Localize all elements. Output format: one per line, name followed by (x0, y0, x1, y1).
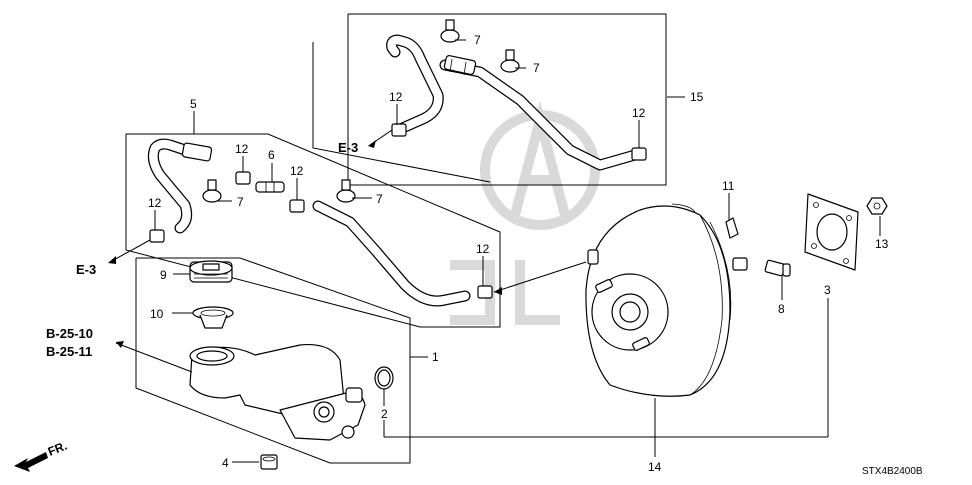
callout-12-mid-c: 12 (148, 196, 162, 210)
front-arrow-icon (14, 452, 48, 472)
front-label: FR. (46, 439, 69, 459)
callout-6: 6 (268, 148, 275, 162)
callout-3: 3 (824, 283, 831, 297)
callout-1: 1 (432, 350, 439, 364)
nut-4 (260, 454, 278, 470)
callout-13: 13 (875, 237, 889, 251)
master-cylinder (189, 343, 366, 441)
clamp-12-mid-c (289, 199, 305, 213)
callout-14: 14 (648, 460, 662, 474)
clamp-7-mid-b (336, 179, 356, 203)
clamp-12-top-a (391, 123, 407, 137)
group-box-1 (135, 257, 411, 464)
callout-4: 4 (222, 456, 229, 470)
hose-5 (147, 138, 213, 234)
strainer-10 (192, 306, 234, 329)
callout-12-mid-a: 12 (235, 142, 249, 156)
callout-12-mid-d: 12 (476, 242, 490, 256)
hose-15 (386, 34, 641, 171)
callout-15: 15 (690, 90, 704, 104)
brake-booster (585, 203, 748, 397)
ref-b25-10: B-25-10 (46, 326, 93, 341)
gasket-3 (804, 193, 859, 271)
leader-lines (108, 39, 881, 463)
callout-7-top-a: 7 (474, 33, 481, 47)
clamp-12-mid-a (149, 229, 165, 243)
nut-13 (866, 197, 888, 215)
clamp-7-mid-a (202, 179, 222, 203)
clamp-12-mid-b (235, 171, 251, 185)
ref-b25-11: B-25-11 (46, 344, 92, 359)
divider-line-upper (312, 42, 491, 183)
callout-11: 11 (722, 179, 735, 193)
group-box-5 (125, 133, 501, 328)
ref-e3-lower: E-3 (76, 262, 96, 277)
callout-10: 10 (150, 307, 164, 321)
callout-2: 2 (381, 407, 388, 421)
check-valve-6 (255, 181, 285, 193)
callout-12-mid-b: 12 (290, 164, 304, 178)
clamp-7-top-b (500, 49, 520, 73)
callout-7-mid-a: 7 (237, 195, 244, 209)
clamp-7-top-a (440, 19, 460, 43)
reservoir-cap-9 (189, 260, 233, 283)
clip-11 (725, 217, 739, 239)
callout-12-top-a: 12 (389, 90, 403, 104)
group-box-15 (347, 13, 667, 186)
callout-7-mid-b: 7 (376, 192, 383, 206)
clamp-12-mid-d (477, 285, 493, 299)
callout-8: 8 (778, 302, 785, 316)
hose-long-lower (312, 200, 471, 307)
ref-e3-upper: E-3 (338, 140, 358, 155)
callout-12-top-b: 12 (632, 106, 646, 120)
clamp-12-top-b (631, 147, 647, 161)
pin-8 (764, 259, 791, 277)
callout-5: 5 (190, 97, 197, 111)
callout-9: 9 (160, 268, 167, 282)
o-ring-2 (374, 366, 394, 390)
callout-7-top-b: 7 (533, 61, 540, 75)
diagram-code: STX4B2400B (862, 466, 923, 477)
